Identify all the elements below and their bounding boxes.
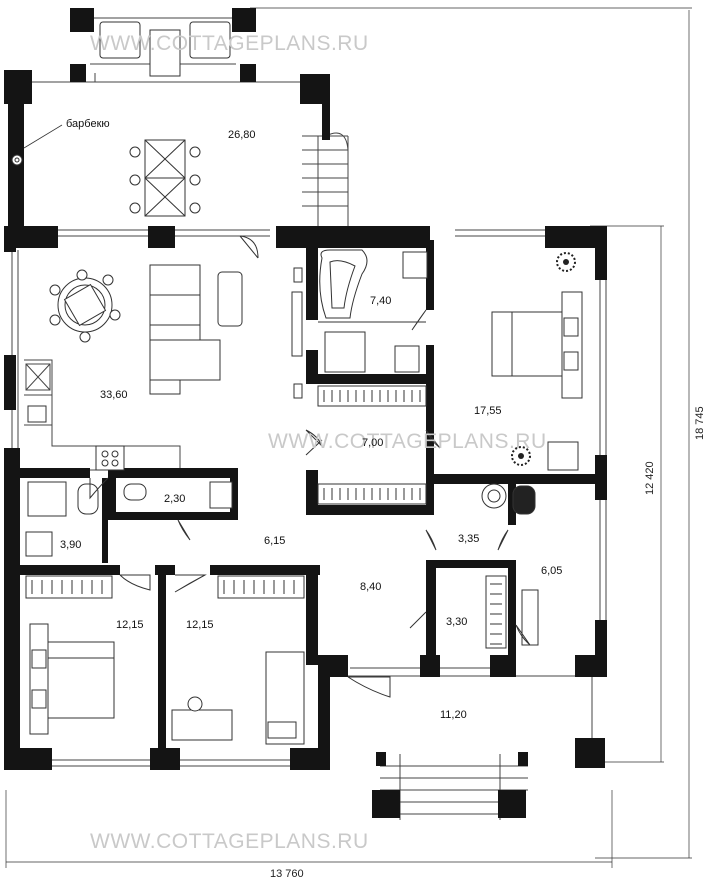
room-area-bedroom-master: 17,55 (474, 405, 502, 417)
room-area-corridor: 6,15 (264, 535, 285, 547)
bbq-leader (23, 124, 63, 149)
furniture (11, 21, 583, 745)
closet-racks (31, 390, 502, 645)
room-area-bath-left: 3,90 (60, 539, 81, 551)
bbq-label: барбекю (66, 118, 110, 130)
room-area-living: 33,60 (100, 389, 128, 401)
watermark-bottom: WWW.COTTAGEPLANS.RU (90, 830, 369, 853)
watermark-top: WWW.COTTAGEPLANS.RU (90, 32, 369, 55)
watermark-middle: WWW.COTTAGEPLANS.RU (268, 430, 547, 453)
room-area-boiler: 6,05 (541, 565, 562, 577)
room-area-bath-main: 7,40 (370, 295, 391, 307)
room-area-terrace: 26,80 (228, 129, 256, 141)
room-area-dressing-hall: 7,00 (362, 437, 383, 449)
room-area-bedroom-right: 12,15 (186, 619, 214, 631)
dimension-total-height: 18 745 (694, 406, 706, 440)
room-area-porch: 11,20 (440, 709, 467, 721)
plant-icons (511, 252, 576, 466)
dimension-house-height: 12 420 (644, 461, 656, 495)
dimension-total-width: 13 760 (270, 868, 304, 880)
walls (4, 8, 607, 818)
room-area-utility: 3,35 (458, 533, 479, 545)
room-area-bedroom-left: 12,15 (116, 619, 144, 631)
dimension-lines (5, 7, 692, 868)
room-area-closet: 3,30 (446, 616, 467, 628)
room-area-hall: 8,40 (360, 581, 381, 593)
room-area-wc: 2,30 (164, 493, 185, 505)
doors (89, 235, 531, 698)
